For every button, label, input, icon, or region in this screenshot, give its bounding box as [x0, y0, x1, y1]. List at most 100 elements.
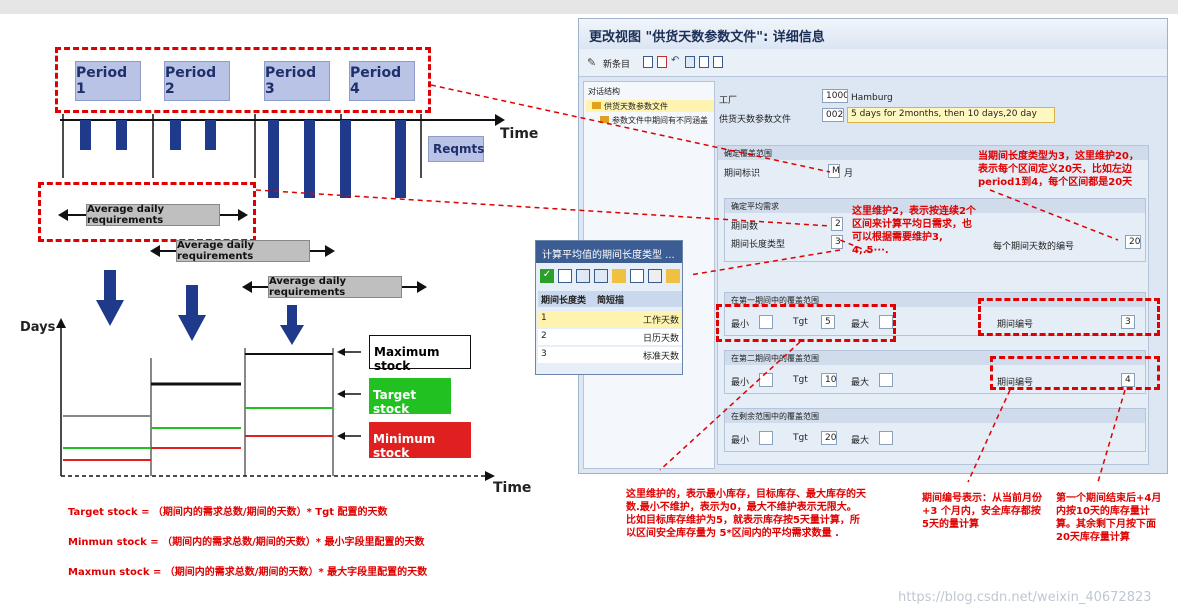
min-stock-label: Minimum stock	[369, 422, 471, 460]
copy-as-icon[interactable]	[657, 56, 667, 68]
note-period-no: 期间编号表示：从当前月份+3 个月内，安全库存都按 5天的量计算	[922, 493, 1042, 530]
req-bar	[268, 120, 279, 198]
avg-label-3: Average daily requirements	[268, 276, 402, 298]
tree-header: 对话结构	[588, 87, 620, 96]
days-label: Days	[20, 320, 56, 335]
p3-min-field[interactable]	[759, 431, 773, 445]
p3-tgt-field[interactable]: 20	[821, 431, 837, 445]
edit-glasses-icon[interactable]: ✎	[587, 56, 597, 69]
p2-max-field[interactable]	[879, 373, 893, 387]
top-strip	[0, 0, 1178, 14]
p1-min-field[interactable]	[759, 315, 773, 329]
req-bar	[205, 120, 216, 150]
sort-icon[interactable]	[612, 269, 626, 283]
find-icon[interactable]	[576, 269, 590, 283]
find-next-icon[interactable]	[594, 269, 608, 283]
group-second-period: 在第二期间中的覆盖范围 最小 Tgt 10 最大 期间编号 4	[724, 350, 1146, 394]
p1-tgt-label: Tgt	[793, 317, 808, 327]
minmax-highlight-box	[716, 304, 896, 342]
popup-col-header-1: 期间长度类	[538, 291, 594, 307]
period-1-box: Period 1	[75, 61, 141, 101]
note-num-periods: 这里维护2，表示按连续2个区间来计算平均日需求，也可以根据需要维护3, 4,.5…	[852, 206, 976, 256]
note-minmax: 这里维护的，表示最小库存，目标库存、最大库存的天数.最小不维护，表示为0，最大不…	[626, 489, 866, 539]
avg-highlight-box	[38, 182, 256, 242]
plant-code-field[interactable]: 1000	[822, 89, 848, 103]
days-per-period-label: 每个期间天数的编号	[993, 242, 1075, 252]
group-remaining: 在剩余范围中的覆盖范围 最小 Tgt 20 最大	[724, 408, 1146, 452]
p2-min-label: 最小	[731, 378, 750, 388]
settings-icon[interactable]	[666, 269, 680, 283]
formula-max: Maxmun stock = （期间内的需求总数/期间的天数）* 最大字段里配置…	[68, 567, 428, 578]
popup-row-2-key[interactable]: 2	[538, 329, 594, 345]
num-periods-field[interactable]: 2	[831, 217, 843, 231]
group-cover-range: 确定覆盖范围 期间标识 M 月 确定平均需求 期间数 2 期间长度类型 3 每个…	[717, 145, 1149, 465]
p1-tgt-field[interactable]: 5	[821, 315, 835, 329]
select-all-icon[interactable]	[699, 56, 709, 68]
check-icon[interactable]: ✓	[540, 269, 554, 283]
popup-row-2-val[interactable]: 日历天数	[594, 329, 682, 345]
down-arrow-icon	[280, 305, 304, 345]
req-bar	[80, 120, 91, 150]
tree-item-profile[interactable]: 供货天数参数文件	[586, 100, 714, 112]
popup-row-1-key[interactable]: 1	[538, 311, 594, 327]
sap-toolbar: ✎ 新条目 ↶	[579, 49, 1167, 77]
period-ind-label: 期间标识	[724, 169, 761, 179]
note-after-first: 第一个期间结束后+4月内按10天的库存量计算。其余剩下月按下面20天库存量计算	[1056, 493, 1162, 543]
watermark: https://blog.csdn.net/weixin_40672823	[898, 590, 1152, 605]
popup-row-3-val[interactable]: 标准天数	[594, 347, 682, 363]
plant-label: 工厂	[719, 96, 738, 106]
copy-icon[interactable]	[643, 56, 653, 68]
p1-period-no-field[interactable]: 3	[1121, 315, 1135, 329]
profile-desc-field[interactable]: 5 days for 2months, then 10 days,20 day	[847, 107, 1055, 123]
filter-icon[interactable]	[630, 269, 644, 283]
num-periods-label: 期间数	[731, 222, 759, 232]
target-stock-label: Target stock	[369, 378, 451, 416]
tree-item-profile-label: 供货天数参数文件	[604, 102, 668, 111]
period-len-label: 期间长度类型	[731, 240, 786, 250]
req-bar	[340, 120, 351, 198]
grid-icon[interactable]	[558, 269, 572, 283]
tree-item-periods-label: 参数文件中期间有不同涵盖	[612, 116, 708, 125]
p3-max-field[interactable]	[879, 431, 893, 445]
down-arrow-icon	[178, 285, 206, 341]
period-len-field[interactable]: 3	[831, 235, 843, 249]
p1-min-label: 最小	[731, 320, 750, 330]
group-first-period-title: 在第一期间中的覆盖范围	[725, 293, 1145, 307]
req-bar	[116, 120, 127, 150]
days-per-period-field[interactable]: 20	[1125, 235, 1141, 249]
folder-icon	[592, 102, 601, 109]
group-second-period-title: 在第二期间中的覆盖范围	[725, 351, 1145, 365]
p1-max-field[interactable]	[879, 315, 893, 329]
profile-code-field[interactable]: 002	[822, 108, 844, 122]
period-3-box: Period 3	[264, 61, 330, 101]
popup-title: 计算平均值的期间长度类型 ...	[536, 241, 682, 263]
p2-tgt-label: Tgt	[793, 375, 808, 385]
time-label-top: Time	[500, 126, 539, 142]
req-bar	[395, 120, 406, 198]
time-label-bottom: Time	[493, 480, 532, 496]
p3-tgt-label: Tgt	[793, 433, 808, 443]
note-period-length: 当期间长度类型为3，这里维护20，表示每个区间定义20天，比如左边period1…	[978, 151, 1139, 188]
p2-max-label: 最大	[851, 378, 870, 388]
deselect-icon[interactable]	[713, 56, 723, 68]
down-arrow-icon	[96, 270, 124, 326]
tree-item-periods[interactable]: 参数文件中期间有不同涵盖	[586, 114, 714, 126]
popup-toolbar: ✓	[540, 269, 680, 285]
p3-min-label: 最小	[731, 436, 750, 446]
delete-icon[interactable]	[685, 56, 695, 68]
print-icon[interactable]	[648, 269, 662, 283]
new-entries-button[interactable]: 新条目	[603, 60, 631, 70]
undo-icon[interactable]: ↶	[671, 55, 680, 66]
p2-period-no-field[interactable]: 4	[1121, 373, 1135, 387]
p2-tgt-field[interactable]: 10	[821, 373, 837, 387]
period-no-2-highlight-box	[990, 356, 1160, 390]
popup-row-3-key[interactable]: 3	[538, 347, 594, 363]
sap-window-title: 更改视图 "供货天数参数文件": 详细信息	[579, 19, 1167, 49]
popup-row-1-val[interactable]: 工作天数	[594, 311, 682, 327]
p1-max-label: 最大	[851, 320, 870, 330]
period-2-box: Period 2	[164, 61, 230, 101]
popup-col-header-2: 简短描	[594, 291, 682, 307]
avg-label-2: Average daily requirements	[176, 240, 310, 262]
